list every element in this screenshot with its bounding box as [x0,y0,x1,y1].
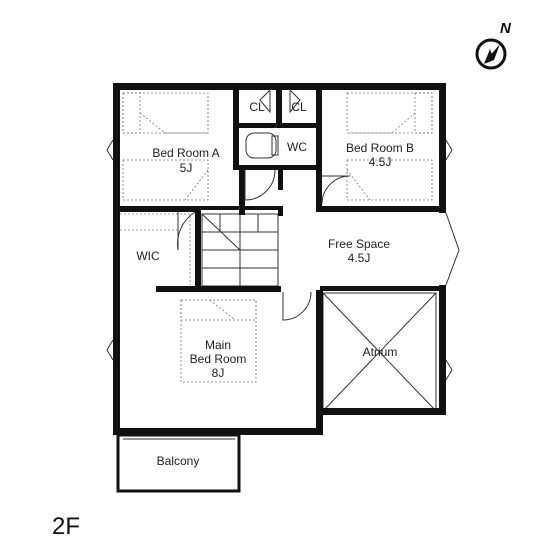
bed-room-b-size: 4.5J [369,155,392,169]
compass-north-label: N [500,20,512,37]
bed-room-a-name: Bed Room A [152,146,219,160]
main-bed-room-line1: Main [205,338,231,352]
room-labels: Bed Room A 5J Bed Room B 4.5J CL CL WC W… [136,100,414,468]
bed-room-b-name: Bed Room B [346,141,414,155]
atrium-label: Atrium [363,345,398,359]
main-bed-room-size: 8J [212,366,225,380]
balcony-label: Balcony [157,454,200,468]
closet-right-label: CL [291,100,307,114]
north-compass-icon: N [475,20,512,70]
balcony-outline [116,433,241,493]
bed-room-a-size: 5J [180,161,193,175]
windows [106,139,460,381]
free-space-name: Free Space [328,237,390,251]
closet-left-label: CL [249,100,265,114]
free-space-size: 4.5J [348,251,371,265]
toilet-icon [245,132,279,159]
staircase [201,213,279,287]
wc-label: WC [287,140,307,154]
doors [177,88,351,321]
floor-label: 2F [52,513,80,540]
furniture [120,92,433,383]
main-bed-room-line2: Bed Room [190,352,247,366]
walls [113,83,446,435]
wic-label: WIC [136,249,160,263]
